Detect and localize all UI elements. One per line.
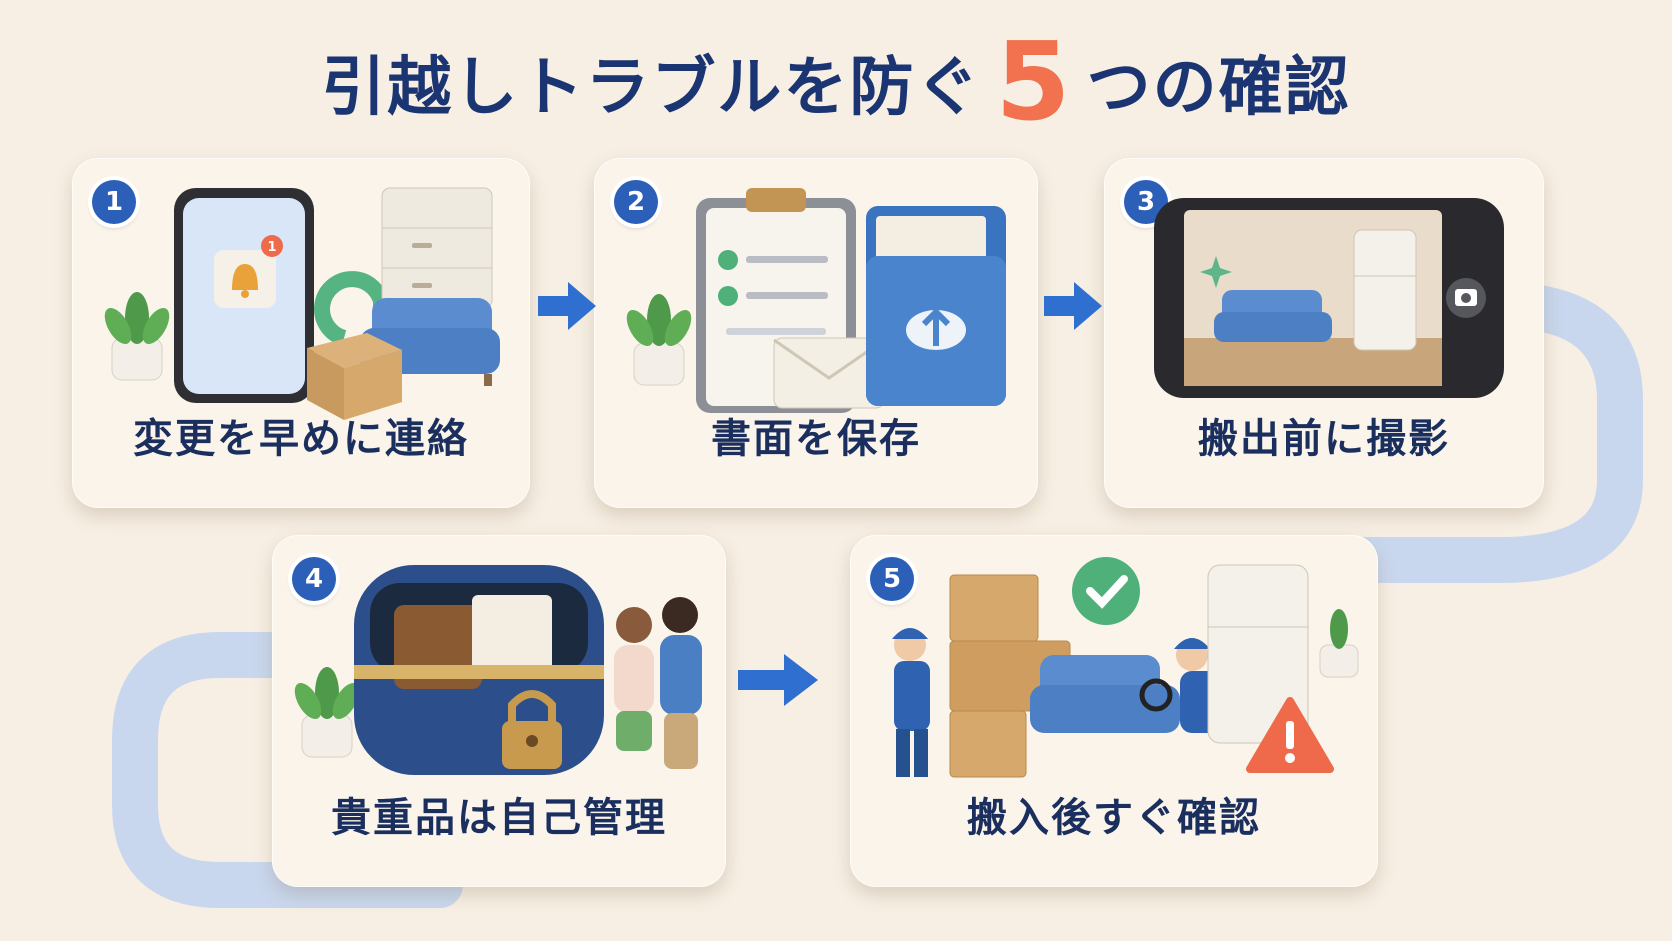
title-text-before: 引越しトラブルを防ぐ	[321, 51, 982, 125]
notification-count: 1	[267, 240, 276, 255]
flow-arrow-icon	[538, 282, 596, 330]
step-card-1: 1 1	[72, 158, 530, 508]
documents-illustration	[626, 188, 1006, 413]
step-card-5: 5	[850, 535, 1378, 887]
step-label: 変更を早めに連絡	[133, 416, 469, 462]
step-card-4: 4 貴重品は自己管理	[272, 535, 726, 887]
step-label: 書面を保存	[711, 416, 921, 462]
step-label: 貴重品は自己管理	[331, 795, 667, 841]
cabinet-icon	[381, 187, 493, 309]
step-number-badge: 1	[92, 180, 136, 224]
sparkle-icon	[1200, 256, 1232, 288]
step-number-badge: 2	[614, 180, 658, 224]
check-bubble-icon	[1072, 557, 1140, 625]
check-after-moving-illustration	[892, 557, 1359, 778]
step-number-badge: 4	[292, 557, 336, 601]
title-number: 5	[995, 20, 1073, 145]
envelope-icon	[773, 337, 885, 409]
valuables-illustration	[294, 565, 702, 775]
warning-icon	[1246, 697, 1334, 773]
step-card-3: 3 搬出前に撮影	[1104, 158, 1544, 508]
worker-with-clipboard-icon	[892, 628, 930, 777]
title-text-after: つの確認	[1086, 51, 1351, 125]
plant-icon	[294, 667, 360, 758]
step-number-badge: 5	[870, 557, 914, 601]
flow-arrow-icon	[738, 654, 818, 706]
plant-icon	[104, 292, 170, 381]
cloud-folder-icon	[866, 206, 1006, 406]
cardboard-box-icon	[307, 333, 402, 420]
sofa-icon	[1030, 655, 1180, 733]
contact-change-illustration: 1	[104, 187, 500, 420]
pouch-icon	[354, 565, 604, 775]
photo-before-moving-illustration	[1154, 198, 1504, 398]
plant-icon	[1319, 609, 1359, 678]
step-label: 搬出前に撮影	[1198, 416, 1450, 462]
couple-icon	[614, 597, 702, 769]
flow-arrow-icon	[1044, 282, 1102, 330]
smartphone-icon: 1	[174, 188, 314, 403]
refrigerator-icon	[1207, 564, 1309, 744]
plant-icon	[626, 294, 692, 386]
smartphone-camera-icon	[1154, 198, 1504, 398]
step-label: 搬入後すぐ確認	[967, 795, 1261, 841]
step-card-2: 2 書面を保存	[594, 158, 1038, 508]
padlock-icon	[502, 690, 562, 769]
